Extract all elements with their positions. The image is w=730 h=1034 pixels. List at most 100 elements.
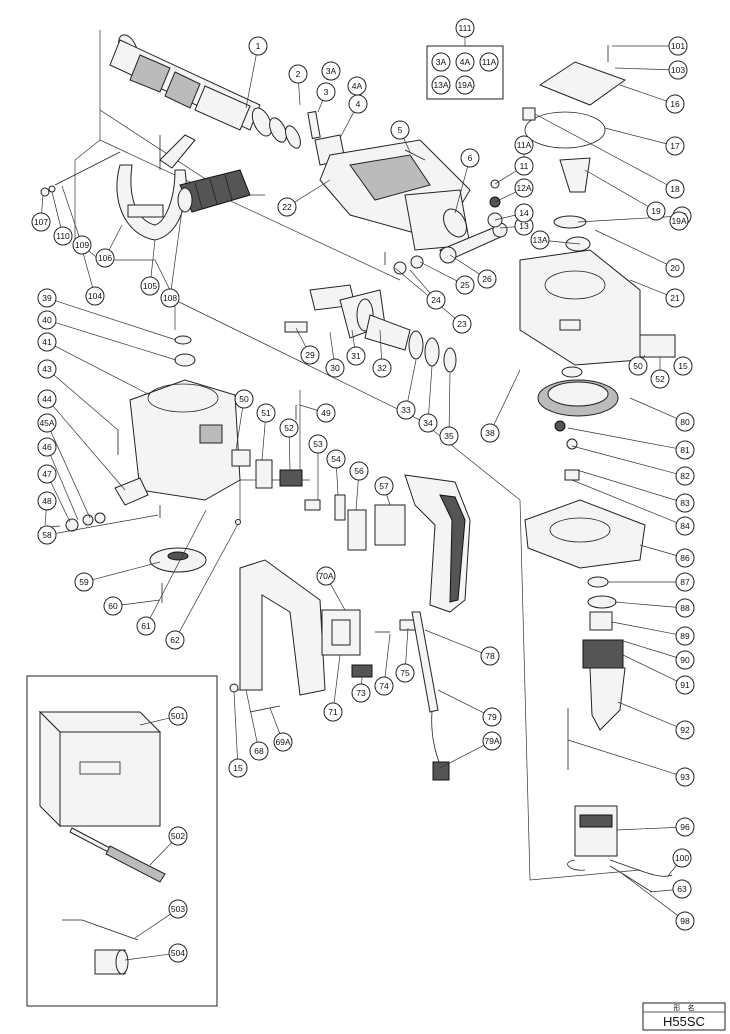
callout-p44: 44 xyxy=(37,389,126,491)
callout-balloon xyxy=(256,403,276,423)
callout-balloon xyxy=(234,389,254,409)
callout-p38: 38 xyxy=(480,369,521,443)
callout-number: 49 xyxy=(321,408,331,418)
callout-p106: 106 xyxy=(95,224,123,268)
leader-line xyxy=(134,913,171,939)
callout-number: 89 xyxy=(680,631,690,641)
callout-balloon xyxy=(37,359,57,379)
callout-p30: 30 xyxy=(325,331,345,378)
callout-p33: 33 xyxy=(396,359,417,420)
callout-p50b: 50 xyxy=(628,354,648,376)
callout-balloon xyxy=(482,731,502,751)
callout-balloon xyxy=(349,461,369,481)
cylinder-assembly xyxy=(109,34,471,251)
callout-p46: 46 xyxy=(37,437,79,521)
callout-number: 3A xyxy=(326,66,337,76)
leader-line xyxy=(534,113,668,186)
callout-number: 88 xyxy=(680,603,690,613)
callout-p60: 60 xyxy=(103,596,161,616)
callout-p69A: 69A xyxy=(269,707,293,752)
callout-balloon xyxy=(673,356,693,376)
callout-number: 32 xyxy=(377,363,387,373)
svg-text:11A: 11A xyxy=(482,57,497,67)
model-number: H55SC xyxy=(663,1014,705,1029)
leader-line xyxy=(121,599,161,606)
leader-line xyxy=(178,523,239,633)
leader-line xyxy=(50,455,79,521)
leader-line xyxy=(617,701,677,727)
callout-number: 48 xyxy=(42,496,52,506)
callout-p16: 16 xyxy=(619,84,685,114)
callout-p84: 84 xyxy=(571,479,695,536)
callout-number: 52 xyxy=(655,374,665,384)
callout-p503: 503 xyxy=(134,899,188,939)
callout-number: 93 xyxy=(680,772,690,782)
callout-number: 13 xyxy=(519,221,529,231)
callout-p24: 24 xyxy=(409,269,446,310)
callout-balloon xyxy=(675,911,695,931)
switch-assembly xyxy=(231,405,406,551)
callout-p105: 105 xyxy=(140,239,160,296)
leader-line xyxy=(108,224,123,251)
piston-assembly xyxy=(284,284,457,373)
callout-p90: 90 xyxy=(619,639,695,670)
leader-line xyxy=(419,261,458,282)
callout-p96: 96 xyxy=(616,817,695,837)
callout-balloon xyxy=(675,650,695,670)
callout-number: 91 xyxy=(680,680,690,690)
callout-p17: 17 xyxy=(604,127,685,156)
callout-number: 52 xyxy=(284,423,294,433)
grease-504 xyxy=(94,949,129,975)
callout-number: 35 xyxy=(444,431,454,441)
callout-p83: 83 xyxy=(576,469,695,513)
callout-p19: 19 xyxy=(584,169,666,221)
callout-number: 45A xyxy=(39,418,54,428)
kit-item-13A: 13A xyxy=(431,75,451,95)
callout-balloon xyxy=(37,288,57,308)
callout-balloon xyxy=(85,286,105,306)
callout-number: 23 xyxy=(457,319,467,329)
callout-number: 6 xyxy=(468,153,473,163)
model-name-box: 形 名 H55SC xyxy=(642,1002,726,1031)
leader-line xyxy=(288,436,291,471)
callout-number: 106 xyxy=(98,253,112,263)
callout-number: 101 xyxy=(671,41,685,51)
callout-balloon xyxy=(37,525,57,545)
leader-line xyxy=(235,407,243,451)
callout-number: 38 xyxy=(485,428,495,438)
callout-p26: 26 xyxy=(449,254,497,289)
leader-line xyxy=(298,82,301,106)
callout-balloon xyxy=(675,572,695,592)
callout-number: 71 xyxy=(328,707,338,717)
callout-number: 79A xyxy=(484,736,499,746)
leader-line xyxy=(329,331,335,360)
bull-point-502 xyxy=(69,827,166,883)
leader-line xyxy=(386,494,391,506)
callout-balloon xyxy=(74,572,94,592)
callout-balloon xyxy=(37,413,57,433)
callout-balloon xyxy=(668,36,688,56)
callout-number: 75 xyxy=(400,668,410,678)
callout-p53: 53 xyxy=(308,434,328,500)
callout-number: 504 xyxy=(171,948,185,958)
leader-line xyxy=(333,654,341,704)
callout-balloon xyxy=(136,616,156,636)
callout-number: 58 xyxy=(42,530,52,540)
leader-line xyxy=(41,194,44,214)
callout-balloon xyxy=(650,369,670,389)
callout-p58: 58 xyxy=(37,514,159,545)
leader-line xyxy=(629,397,677,419)
callout-balloon xyxy=(249,741,269,761)
callout-p31: 31 xyxy=(346,329,366,366)
callout-number: 2 xyxy=(296,69,301,79)
callout-p39: 39 xyxy=(37,288,177,341)
callout-number: 59 xyxy=(79,577,89,587)
callout-balloon xyxy=(372,358,392,378)
leader-line xyxy=(92,561,161,581)
callout-p34: 34 xyxy=(418,365,438,433)
callout-balloon xyxy=(669,211,689,231)
callout-number: 13A xyxy=(532,235,547,245)
leader-line xyxy=(642,354,646,359)
callout-p48: 48 xyxy=(37,491,57,526)
callout-number: 502 xyxy=(171,831,185,841)
